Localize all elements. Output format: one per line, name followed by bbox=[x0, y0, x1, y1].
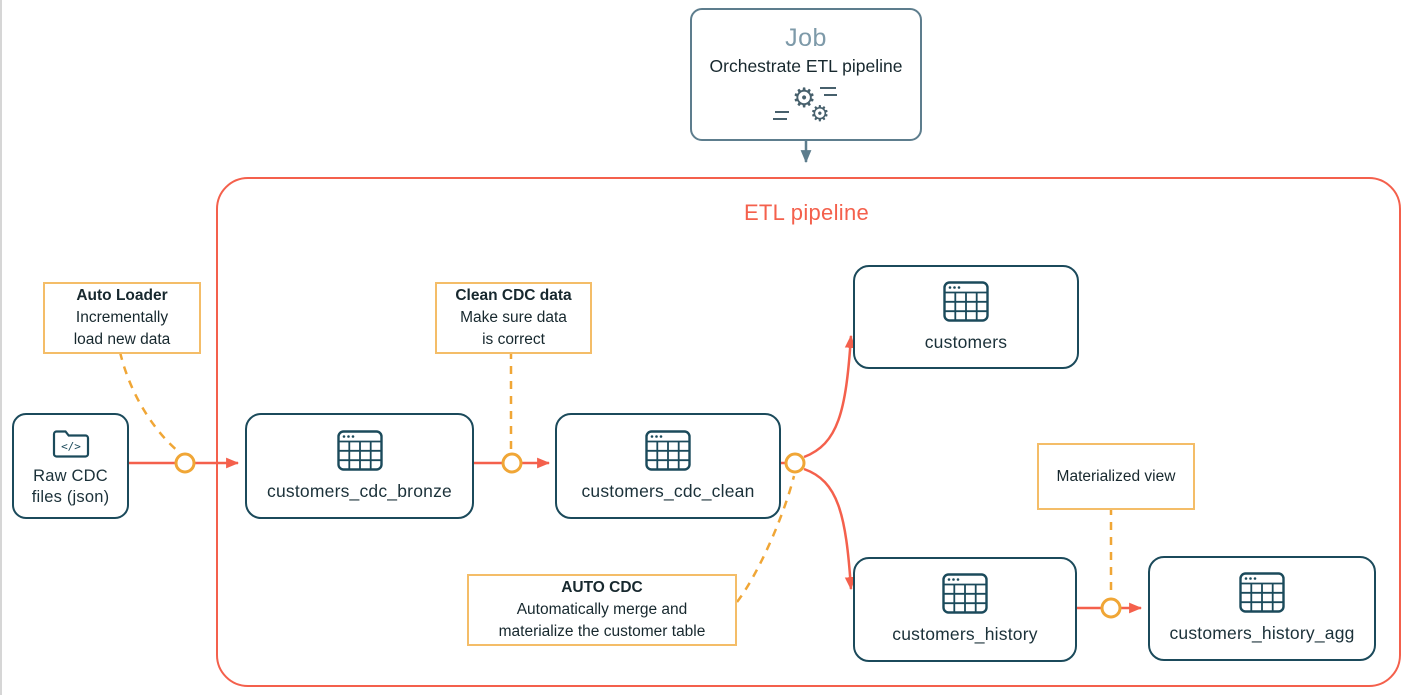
dashed-link-auto-loader bbox=[118, 351, 180, 453]
node-customers: customers bbox=[853, 265, 1079, 369]
annotation-title: AUTO CDC bbox=[561, 579, 643, 597]
svg-text:⚙: ⚙ bbox=[810, 102, 830, 126]
arrow-fork-to-customers-history bbox=[803, 467, 856, 591]
annotation-line: is correct bbox=[482, 330, 545, 348]
node-customers-cdc-clean: customers_cdc_clean bbox=[555, 413, 781, 519]
node-customers-history: customers_history bbox=[853, 557, 1077, 662]
table-icon bbox=[645, 429, 691, 471]
node-label: customers_cdc_clean bbox=[581, 480, 755, 501]
folder-code-icon: </> bbox=[52, 430, 89, 458]
connector-dot-auto-loader bbox=[174, 452, 196, 474]
annotation-auto-cdc: AUTO CDC Automatically merge and materia… bbox=[467, 574, 737, 646]
gears-icon: ⚙ ⚙ bbox=[773, 83, 837, 126]
node-customers-history-agg: customers_history_agg bbox=[1148, 556, 1376, 661]
node-label: customers_history bbox=[892, 624, 1038, 645]
svg-text:</>: </> bbox=[61, 440, 81, 453]
node-label: Raw CDC files (json) bbox=[31, 467, 110, 506]
connector-dot-clean-cdc bbox=[501, 452, 523, 474]
node-label: customers_cdc_bronze bbox=[267, 480, 452, 501]
node-label: customers bbox=[924, 331, 1008, 352]
table-icon bbox=[942, 573, 988, 614]
arrow-fork-to-customers bbox=[803, 334, 856, 459]
table-icon bbox=[1239, 572, 1285, 613]
svg-text:⚙: ⚙ bbox=[792, 83, 816, 114]
node-label: customers_history_agg bbox=[1169, 623, 1355, 644]
annotation-title: Auto Loader bbox=[76, 287, 168, 305]
job-title: Job bbox=[785, 23, 827, 52]
annotation-clean-cdc-data: Clean CDC data Make sure data is correct bbox=[435, 282, 592, 354]
annotation-line: load new data bbox=[73, 330, 171, 348]
table-icon bbox=[943, 280, 989, 322]
job-subtitle: Orchestrate ETL pipeline bbox=[709, 55, 903, 76]
table-icon bbox=[336, 429, 383, 471]
dashed-link-auto-cdc bbox=[736, 475, 796, 603]
etl-pipeline-title: ETL pipeline bbox=[743, 200, 870, 225]
annotation-auto-loader: Auto Loader Incrementally load new data bbox=[43, 282, 201, 354]
annotation-line: materialize the customer table bbox=[498, 622, 706, 640]
node-raw-cdc-files: </> Raw CDC files (json) bbox=[12, 413, 129, 519]
job-box: Job Orchestrate ETL pipeline ⚙ ⚙ bbox=[690, 8, 922, 141]
image-left-border bbox=[0, 0, 2, 695]
annotation-line: Incrementally bbox=[75, 309, 169, 327]
annotation-line: Materialized view bbox=[1056, 467, 1176, 485]
annotation-line: Make sure data bbox=[460, 309, 567, 327]
node-customers-cdc-bronze: customers_cdc_bronze bbox=[245, 413, 474, 519]
annotation-line: Automatically merge and bbox=[516, 601, 688, 619]
connector-dot-auto-cdc bbox=[784, 452, 806, 474]
annotation-materialized-view: Materialized view bbox=[1037, 443, 1195, 510]
connector-dot-materialized-view bbox=[1100, 597, 1122, 619]
etl-pipeline-container bbox=[216, 177, 1401, 687]
annotation-title: Clean CDC data bbox=[455, 287, 572, 305]
